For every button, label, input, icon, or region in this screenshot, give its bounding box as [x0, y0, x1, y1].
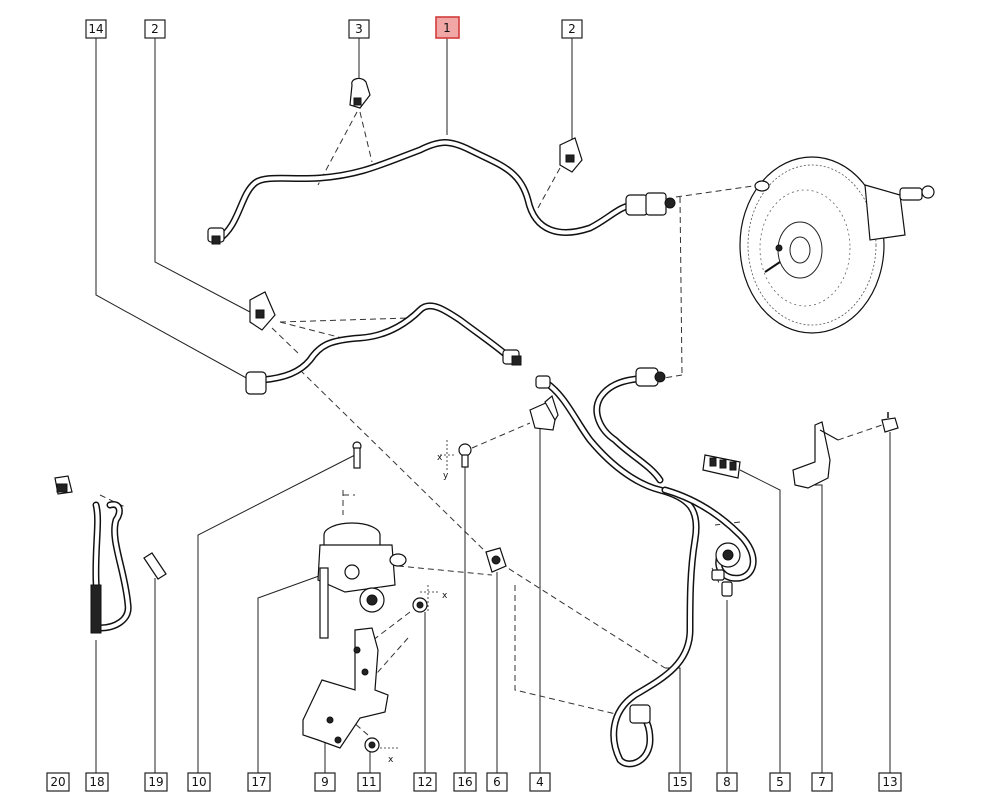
callout-18-label: 18: [89, 775, 104, 789]
callout-19[interactable]: 19: [144, 772, 168, 792]
callout-6[interactable]: 6: [486, 772, 508, 792]
callout-17-label: 17: [251, 775, 266, 789]
callout-15[interactable]: 15: [668, 772, 692, 792]
hose-14-elbow-connector: [245, 371, 267, 395]
brake-booster: [739, 156, 935, 334]
callout-7[interactable]: 7: [811, 772, 833, 792]
clip-3: [349, 77, 371, 109]
callout-9[interactable]: 9: [314, 772, 336, 792]
bracket-9: [302, 627, 389, 749]
axis-x-label-12: x: [442, 591, 448, 601]
callout-20[interactable]: 20: [46, 772, 70, 792]
callout-16-label: 16: [457, 775, 472, 789]
callout-3-label: 3: [355, 22, 363, 36]
callout-7-label: 7: [818, 775, 826, 789]
hose-15: [535, 367, 757, 768]
hose-18: [90, 500, 132, 634]
axis-y-label-16: y: [443, 471, 449, 481]
axis-x-label-11: x: [388, 755, 394, 765]
callout-14-label: 14: [88, 22, 103, 36]
callout-19-label: 19: [148, 775, 163, 789]
bolt-16: x y: [437, 440, 472, 481]
sleeve-19: [143, 552, 167, 580]
callout-17[interactable]: 17: [247, 772, 271, 792]
callout-18[interactable]: 18: [85, 772, 109, 792]
nut-11: x: [364, 737, 398, 765]
callout-2-right-label: 2: [568, 22, 576, 36]
fitting-8: [721, 581, 733, 597]
hose-14: [245, 302, 522, 395]
callout-11-label: 11: [361, 775, 376, 789]
callout-12-label: 12: [417, 775, 432, 789]
callout-2-left[interactable]: 2: [144, 19, 166, 39]
callout-14[interactable]: 14: [85, 19, 107, 39]
callout-5-label: 5: [776, 775, 784, 789]
callout-9-label: 9: [321, 775, 329, 789]
callout-13-label: 13: [882, 775, 897, 789]
grommet-6: [485, 547, 507, 573]
cap-20: [54, 475, 73, 495]
callout-1-highlighted[interactable]: 1: [435, 16, 460, 39]
callout-13[interactable]: 13: [878, 772, 902, 792]
callout-3[interactable]: 3: [348, 19, 370, 39]
callout-1-label: 1: [443, 21, 451, 35]
nut-12: x: [412, 585, 448, 613]
callout-15-label: 15: [672, 775, 687, 789]
leader-lines: [95, 38, 891, 775]
callout-2-left-label: 2: [151, 22, 159, 36]
clip-2-left: [249, 291, 276, 331]
bracket-4: [529, 394, 559, 431]
callouts-bottom: 20 18 19 10 17 9 11 12: [46, 772, 902, 792]
callouts-top: 14 2 3 1 2: [85, 16, 583, 39]
callout-2-right[interactable]: 2: [561, 19, 583, 39]
vacuum-pump-17: [317, 522, 407, 639]
callout-16[interactable]: 16: [453, 772, 477, 792]
connector-5: [702, 454, 741, 479]
callout-4-label: 4: [536, 775, 544, 789]
hose-1-upper: [207, 139, 676, 245]
callout-8-label: 8: [723, 775, 731, 789]
callout-6-label: 6: [493, 775, 501, 789]
callout-10[interactable]: 10: [187, 772, 211, 792]
axis-x-label-16: x: [437, 453, 443, 463]
bracket-7: [792, 421, 839, 489]
callout-5[interactable]: 5: [769, 772, 791, 792]
hose-end-connector-right: [625, 194, 649, 216]
fastener-13: [881, 412, 899, 433]
callout-20-label: 20: [50, 775, 65, 789]
callout-12[interactable]: 12: [413, 772, 437, 792]
callout-11[interactable]: 11: [357, 772, 381, 792]
bolt-10: [352, 441, 362, 469]
callout-8[interactable]: 8: [716, 772, 738, 792]
clip-2-right: [559, 137, 583, 173]
callout-4[interactable]: 4: [529, 772, 551, 792]
callout-10-label: 10: [191, 775, 206, 789]
